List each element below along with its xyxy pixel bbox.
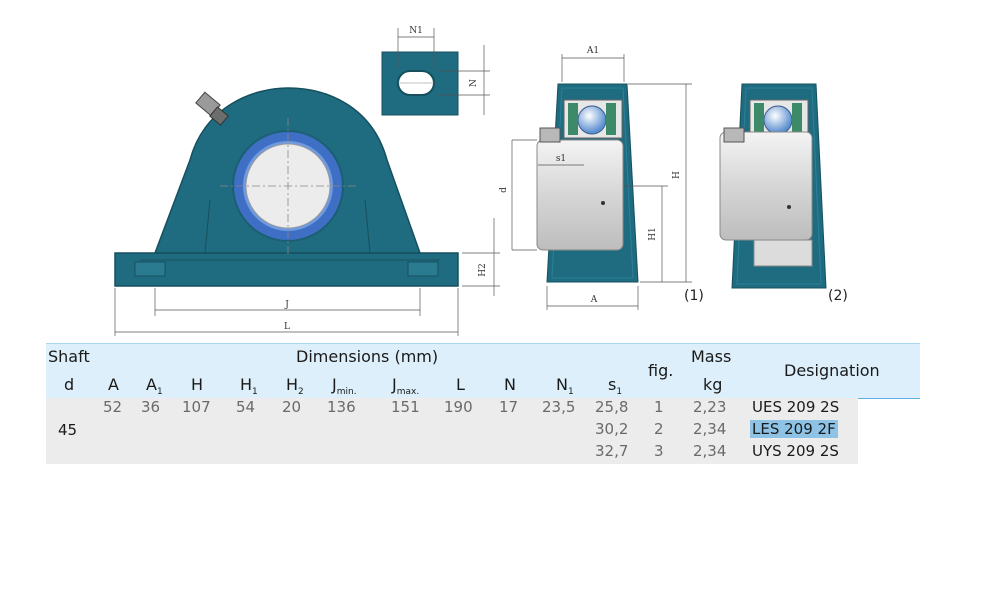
header-shaft: Shaft [48,347,90,366]
header-col-s1: s1 [608,375,623,397]
cell-mass: 2,34 [693,420,727,438]
dim-label-N: N [469,79,479,87]
cell-fig: 2 [654,420,664,438]
dim-label-J: J [284,300,289,310]
header-col-L: L [456,375,465,394]
dim-label-L: L [284,322,290,332]
cell-designation: UES 209 2S [752,398,840,416]
side-view-2 [719,83,827,289]
header-col-Jmin: Jmin. [332,375,357,397]
cell-A1: 36 [141,398,161,416]
front-view: J L H2 [114,87,500,336]
cell-s1: 30,2 [595,420,629,438]
side-view-1: A1 s1 d H H1 A [499,46,692,310]
header-col-N1: N1 [556,375,574,397]
cell-H: 107 [182,398,211,416]
slot-detail-view: N1 N [381,26,490,116]
cell-A: 52 [103,398,123,416]
cell-Jmax: 151 [391,398,420,416]
figure-label-1: (1) [684,288,704,304]
cell-shaft-d: 45 [58,421,78,439]
figure-label-2: (2) [828,288,848,304]
cell-L: 190 [444,398,473,416]
table-header-band [46,343,920,399]
cell-fig: 3 [654,442,664,460]
dim-label-N1: N1 [409,26,423,36]
header-col-H1: H1 [240,375,258,397]
header-col-A: A [108,375,119,394]
header-col-Jmax: Jmax. [392,375,420,397]
cell-mass: 2,23 [693,398,727,416]
dim-label-A1: A1 [586,46,599,56]
cell-N: 17 [499,398,519,416]
cell-designation-highlighted: LES 209 2F [750,420,838,438]
header-mass-unit: kg [703,375,723,394]
header-mass: Mass [691,347,732,366]
cell-fig: 1 [654,398,664,416]
cell-s1: 32,7 [595,442,629,460]
dim-label-A: A [590,295,598,305]
cell-H1: 54 [236,398,256,416]
cell-Jmin: 136 [327,398,356,416]
dim-label-H: H [672,171,682,179]
dim-label-H1: H1 [648,227,658,241]
dim-label-H2: H2 [478,263,488,277]
header-col-N: N [504,375,516,394]
cell-mass: 2,34 [693,442,727,460]
cell-s1: 25,8 [595,398,629,416]
header-fig: fig. [648,361,674,380]
bearing-technical-drawing: J L H2 N1 N [114,26,827,336]
table-body-band [46,398,858,464]
cell-N1: 23,5 [542,398,576,416]
header-dimensions: Dimensions (mm) [296,347,439,366]
header-col-H: H [191,375,204,394]
grease-nipple-icon [195,91,229,126]
cell-designation: UYS 209 2S [752,442,839,460]
dim-label-s1: s1 [556,154,566,164]
header-col-H2: H2 [286,375,304,397]
header-designation: Designation [784,361,880,380]
header-col-A1: A1 [146,375,163,397]
dim-label-d: d [499,187,509,193]
header-col-d: d [64,375,75,394]
cell-H2: 20 [282,398,302,416]
